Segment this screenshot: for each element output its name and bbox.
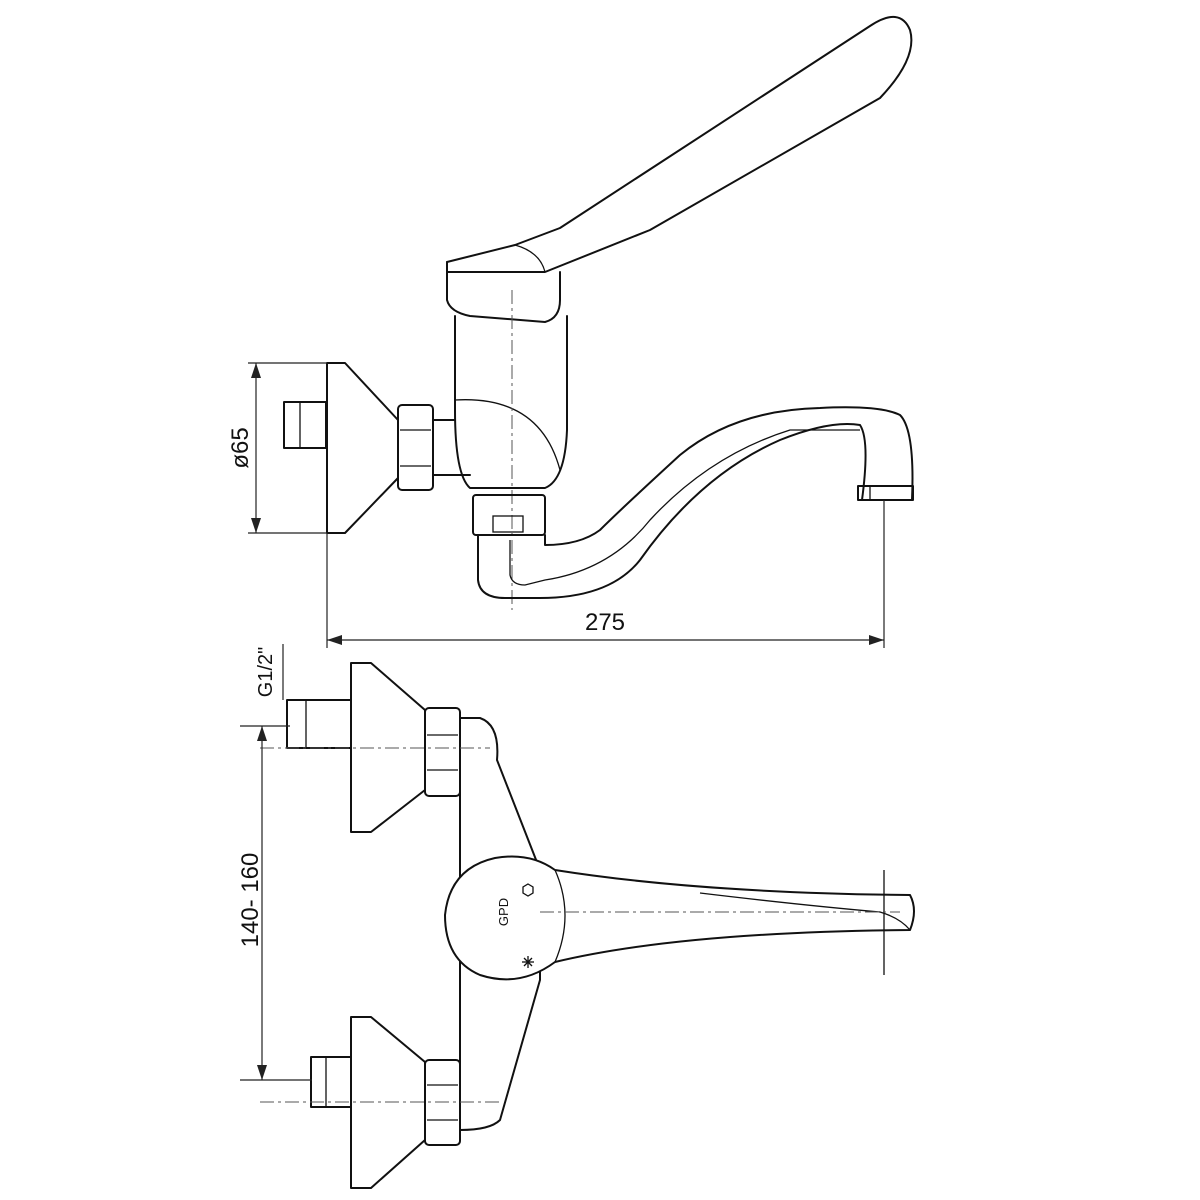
aerator [857,485,914,501]
inlet-spacing-dimension: 140- 160 [237,725,312,1081]
snowflake-icon [522,956,534,968]
inlet-thread-label: G1/2" [255,647,277,697]
mixer-body-top [459,717,541,1131]
spout-side [477,406,914,599]
cartridge-cap [446,261,561,323]
overall-length-dimension: 275 [326,500,885,648]
inlet-stub-side [283,401,327,449]
side-view: ø65 275 [227,16,914,648]
overall-length-label: 275 [585,609,625,636]
wall-flange-side [326,362,399,534]
flange-diameter-label: ø65 [227,427,254,468]
lever-handle-side [446,16,913,273]
inlet-stub-lower [310,1056,352,1108]
flange-diameter-dimension: ø65 [227,362,327,534]
lever-handle-top [444,855,915,981]
brand-logo: GPD [496,898,511,926]
hexagon-icon [522,883,534,897]
union-nut-side [397,404,434,491]
inlet-stub-upper [286,699,352,749]
inlet-spacing-label: 140- 160 [237,853,264,948]
outlet-collar [472,494,546,536]
union-nut-upper [424,707,461,797]
mixer-body-side [454,315,568,489]
top-view: GPD G1/2" 140- 160 [237,644,915,1189]
inlet-thread-callout: G1/2" [255,644,284,700]
